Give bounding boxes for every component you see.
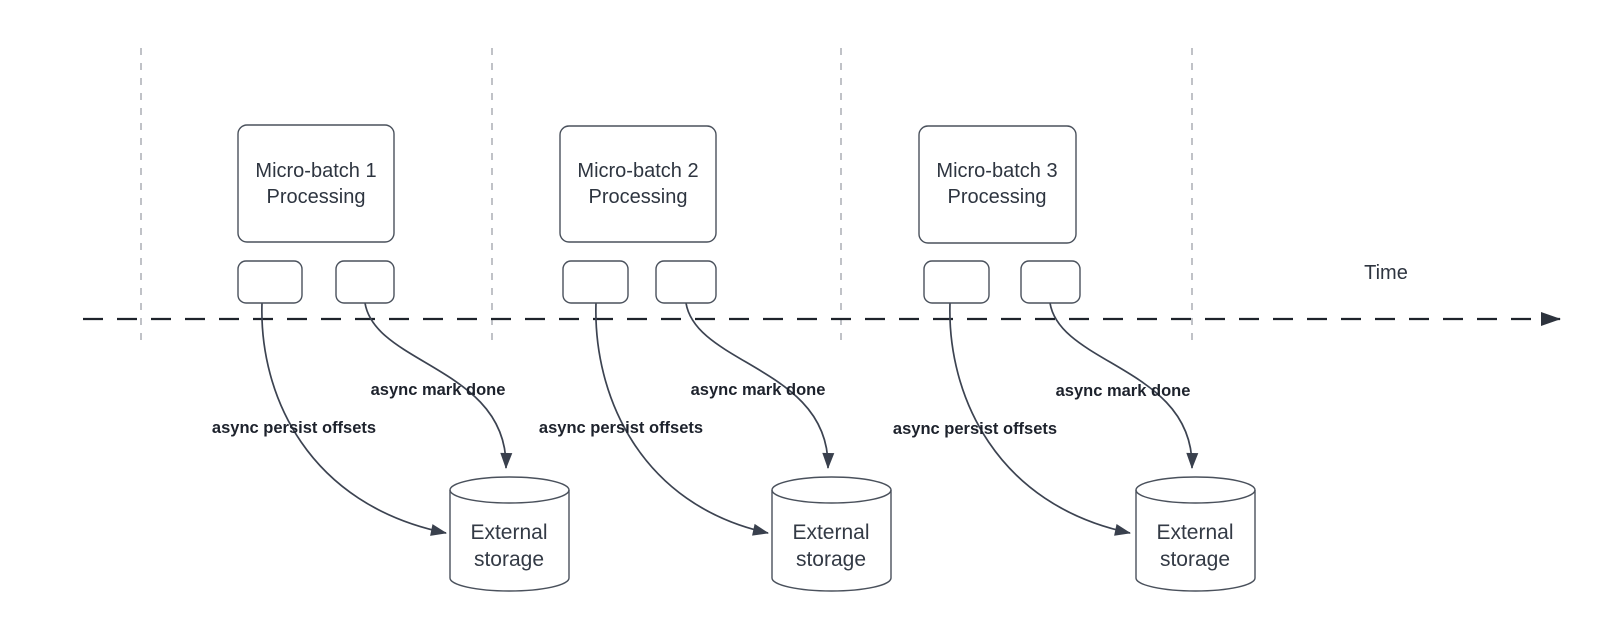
external-storage-label-line1: External — [470, 521, 547, 544]
micro-batch-box-title: Micro-batch 3 — [936, 160, 1057, 182]
mark-done-label: async mark done — [371, 381, 506, 399]
external-storage-cylinder-rim — [771, 489, 892, 504]
external-storage-label-line2: storage — [1160, 548, 1230, 571]
micro-batch-group-1: Micro-batch 1 Processing async persist o… — [212, 124, 570, 592]
external-storage-cylinder-rim — [449, 489, 570, 504]
external-storage-label-line1: External — [1156, 521, 1233, 544]
mark-done-label: async mark done — [1056, 382, 1191, 400]
persist-offsets-label: async persist offsets — [212, 419, 376, 437]
external-storage-label-line2: storage — [796, 548, 866, 571]
micro-batch-box — [918, 125, 1077, 244]
external-storage-label-line1: External — [792, 521, 869, 544]
mark-done-arrow — [364, 302, 513, 469]
persist-offsets-arrow — [949, 302, 1131, 536]
task-rect-right — [655, 260, 717, 304]
mark-done-arrow — [685, 302, 835, 469]
mark-done-arrow — [1049, 302, 1199, 469]
micro-batch-box-title: Micro-batch 1 — [255, 160, 376, 182]
persist-offsets-label: async persist offsets — [893, 420, 1057, 438]
micro-batch-box-title: Micro-batch 2 — [577, 160, 698, 182]
micro-batch-group-3: Micro-batch 3 Processing async persist o… — [893, 125, 1256, 592]
task-rect-left — [562, 260, 629, 304]
task-rect-left — [237, 260, 303, 304]
external-storage-cylinder — [449, 476, 570, 592]
mark-done-label: async mark done — [691, 381, 826, 399]
external-storage-cylinder-rim — [1135, 489, 1256, 504]
external-storage-label-line2: storage — [474, 548, 544, 571]
micro-batch-box-subtitle: Processing — [948, 186, 1047, 208]
external-storage-cylinder — [1135, 476, 1256, 592]
micro-batch-group-2: Micro-batch 2 Processing async persist o… — [539, 125, 892, 592]
persist-offsets-label: async persist offsets — [539, 419, 703, 437]
micro-batch-box — [237, 124, 395, 243]
time-axis-label: Time — [1364, 262, 1408, 284]
persist-offsets-arrow — [595, 302, 769, 536]
external-storage-cylinder — [771, 476, 892, 592]
task-rect-right — [1020, 260, 1081, 304]
micro-batch-box-subtitle: Processing — [267, 186, 366, 208]
micro-batch-box-subtitle: Processing — [589, 186, 688, 208]
task-rect-left — [923, 260, 990, 304]
task-rect-right — [335, 260, 395, 304]
micro-batch-box — [559, 125, 717, 243]
persist-offsets-arrow — [261, 302, 447, 536]
